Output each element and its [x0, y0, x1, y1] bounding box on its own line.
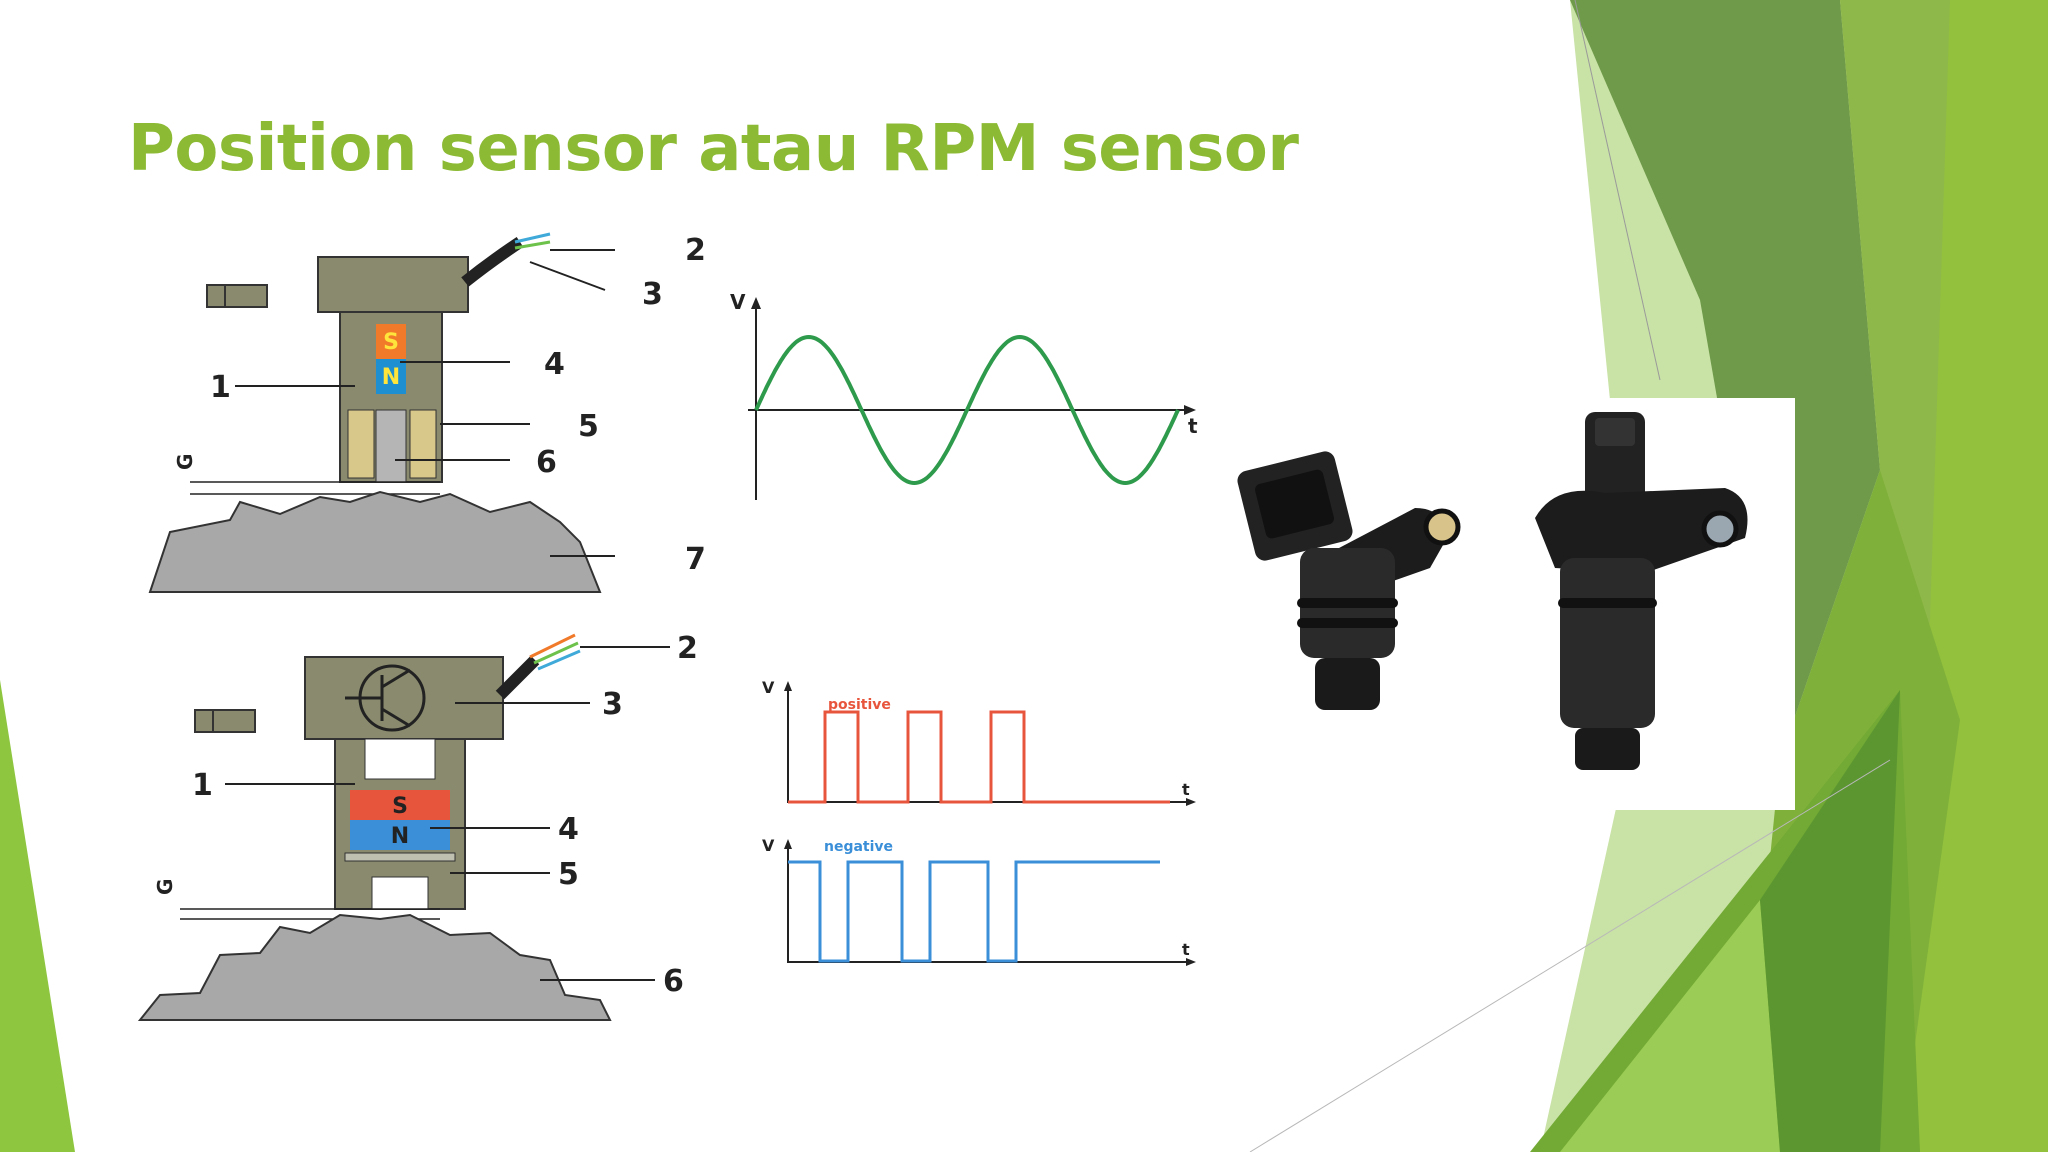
callout-3: 3: [642, 277, 663, 312]
magnet-s: [350, 790, 450, 820]
magnet-s: [376, 324, 406, 359]
coil-right: [409, 409, 437, 479]
neg-y-label: V: [762, 836, 775, 855]
transistor-collector: [381, 668, 411, 689]
bottom-shard-light: [1560, 900, 1780, 1152]
sensor-right-flange: [1535, 488, 1748, 573]
magnet-n: [376, 359, 406, 394]
sensor-cable: [461, 237, 524, 287]
pos-x-arrow: [1186, 798, 1196, 806]
callout-2: 2: [677, 631, 698, 666]
magnet-n: [350, 820, 450, 850]
thin-line-1: [1574, 0, 1661, 381]
sensor-right-body: [1560, 558, 1655, 728]
right-shard-dark: [1570, 0, 1880, 760]
positive-series: [788, 710, 1170, 804]
gap-label: G: [173, 454, 197, 470]
callout-3: 3: [602, 687, 623, 722]
cable-wire-green: [533, 641, 579, 665]
callout-2: 2: [685, 233, 706, 268]
hall-sensor-diagram: S N G 1 2 3 4 5 6: [137, 631, 698, 1021]
neg-x-label: t: [1182, 940, 1190, 959]
negative-series: [788, 860, 1160, 963]
pos-y-arrow: [784, 681, 792, 691]
sensor-head: [317, 256, 469, 313]
reluctor-gear: [148, 490, 602, 593]
sensor-photo: [1225, 398, 1795, 810]
magnet-s-label: S: [383, 330, 399, 355]
connector-stub: [194, 709, 256, 733]
inductive-sensor-diagram: S N G 1 2 3 4 5 6 7: [148, 232, 706, 593]
magnet-s-label: S: [392, 794, 408, 819]
sensor-left-ring-2: [1297, 618, 1398, 628]
sensor-right: [1535, 412, 1748, 770]
sensor-right-ring-1: [1558, 598, 1657, 608]
sensor-left: [1237, 451, 1461, 710]
callout-4: 4: [558, 812, 579, 847]
sine-series: [754, 334, 1180, 486]
sensor-left-ring-1: [1297, 598, 1398, 608]
magnet-n-label: N: [391, 824, 409, 849]
slide-title: Position sensor atau RPM sensor: [128, 112, 1299, 186]
sensor-left-bushing: [1423, 508, 1461, 546]
gap-label: G: [153, 879, 177, 895]
bottom-shard-dark: [1760, 690, 1900, 1152]
coil-left: [347, 409, 375, 479]
callout-4: 4: [544, 347, 565, 382]
transistor-emitter: [381, 707, 411, 728]
callout-line-3: [529, 261, 606, 291]
sensor-right-tip: [1575, 728, 1640, 770]
sensor-left-connector-socket: [1255, 469, 1334, 539]
body-window: [364, 738, 436, 780]
callout-6: 6: [663, 964, 684, 999]
pos-y-label: V: [762, 678, 775, 697]
sensor-right-connector-top: [1595, 418, 1635, 446]
hall-element: [344, 852, 456, 862]
callout-1: 1: [210, 370, 231, 405]
callout-5: 5: [578, 409, 599, 444]
cable-wire-blue: [514, 232, 551, 244]
callout-1: 1: [192, 768, 213, 803]
pos-x-label: t: [1182, 780, 1190, 799]
connector-stub: [206, 284, 268, 308]
sine-wave-chart: V t: [730, 290, 1198, 500]
sensor-right-bushing: [1701, 510, 1739, 548]
reluctor-gear: [137, 913, 612, 1021]
left-green-shard: [0, 680, 75, 1152]
cable-wire-orange: [529, 633, 576, 659]
neg-x-arrow: [1186, 958, 1196, 966]
cable-wire-blue: [537, 649, 581, 671]
sensor-left-tip: [1315, 658, 1380, 710]
positive-series-label: positive: [828, 697, 891, 713]
callout-6: 6: [536, 445, 557, 480]
sensor-cable: [495, 655, 540, 700]
y-axis-arrow: [751, 297, 761, 309]
sensor-head: [304, 656, 504, 740]
body-bottom-window: [371, 876, 429, 910]
square-wave-chart: V t positive V t negative: [762, 678, 1196, 966]
negative-series-label: negative: [824, 839, 893, 855]
callout-5: 5: [558, 857, 579, 892]
x-axis-arrow: [1184, 405, 1196, 415]
callout-7: 7: [685, 542, 706, 577]
thin-line-2: [1249, 759, 1891, 1152]
cable-wire-green: [514, 240, 551, 250]
sensor-photo-drawing: [1237, 412, 1748, 770]
x-axis-label: t: [1188, 414, 1198, 438]
neg-y-arrow: [784, 839, 792, 849]
pole-core: [375, 409, 407, 483]
magnet-n-label: N: [382, 365, 400, 390]
y-axis-label: V: [730, 290, 746, 314]
